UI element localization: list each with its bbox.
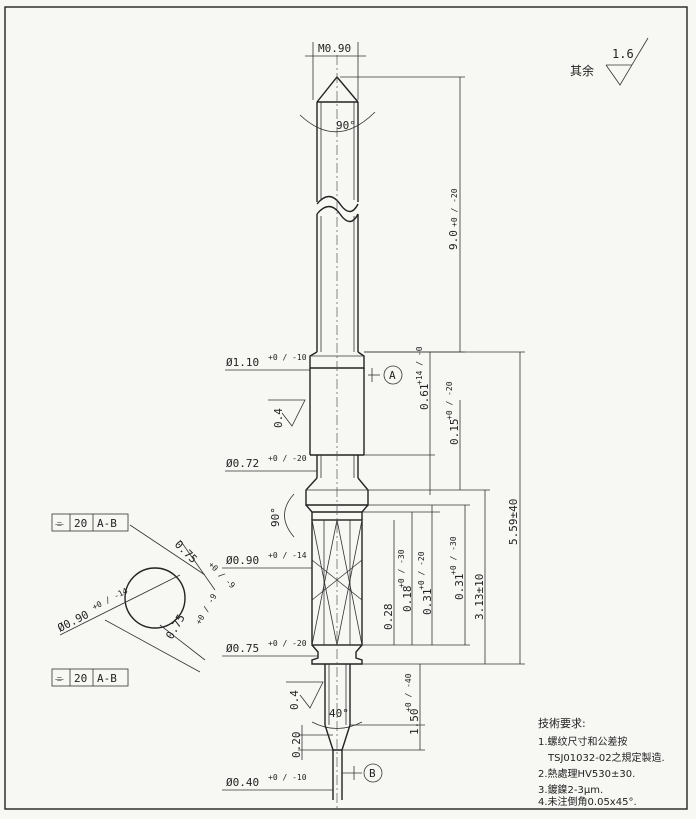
dim-d090-tol: +0 / -14 <box>268 551 307 560</box>
note-3: 3.鍍鎳2-3μm. <box>538 783 603 796</box>
datum-b: B <box>369 767 376 780</box>
tol-datum-bottom: A-B <box>97 672 117 685</box>
datum-a: A <box>389 369 396 382</box>
technical-notes: 技術要求: 1.螺纹尺寸和公差按 TSJ01032-02之規定製造. 2.熱處理… <box>538 717 665 808</box>
tol-value-bottom: 20 <box>74 672 87 685</box>
rough-04-lower: 0.4 <box>288 690 301 710</box>
dim-len-150: 1.50 <box>408 709 421 736</box>
dim-flat-bottom: 0.75 <box>163 612 188 641</box>
dim-len-031b-tol: +0 / -30 <box>449 536 458 575</box>
roughness-value: 1.6 <box>612 47 634 61</box>
dim-angle-mid: 90° <box>269 507 282 527</box>
section-circle <box>124 567 186 629</box>
dim-len-150-tol: +0 / -40 <box>404 673 413 712</box>
dim-len-020: 0.20 <box>290 732 303 759</box>
dim-d075: Ø0.75 <box>226 642 259 655</box>
notes-title: 技術要求: <box>538 717 586 730</box>
dim-d072: Ø0.72 <box>226 457 259 470</box>
dim-angle-tip: 40° <box>329 707 349 720</box>
dim-d-section: Ø0.90 <box>55 608 90 635</box>
sheet-border <box>4 6 688 810</box>
dim-len-9-tol: +0 / -20 <box>450 188 459 227</box>
dim-d040: Ø0.40 <box>226 776 259 789</box>
dim-d110: Ø1.10 <box>226 356 259 369</box>
dim-len-018: 0.18 <box>401 586 414 613</box>
dim-len-061-tol: +14 / -0 <box>415 346 424 385</box>
tol-value-top: 20 <box>74 517 87 530</box>
dim-len-031a-tol: +0 / -20 <box>417 551 426 590</box>
note-1b: TSJ01032-02之規定製造. <box>547 751 665 764</box>
dim-len-018-tol: +0 / -30 <box>397 549 406 588</box>
dim-d090: Ø0.90 <box>226 554 259 567</box>
general-roughness: 其余 1.6 <box>570 37 649 86</box>
note-4: 4.未注倒角0.05x45°. <box>538 795 637 808</box>
dim-len-031a: 0.31 <box>421 589 434 616</box>
sym-tol-bottom: ⌯ <box>55 672 64 685</box>
dim-m090: M0.90 <box>318 42 351 55</box>
dim-d110-tol: +0 / -10 <box>268 353 307 362</box>
dim-flat-bottom-tol: +0 / -9 <box>194 592 219 626</box>
dim-d075-tol: +0 / -20 <box>268 639 307 648</box>
section-view: ⌯ 20 A-B ⌯ 20 A-B 0.75 +0 / -9 0.75 +0 /… <box>51 513 237 687</box>
dim-len-313: 3.13±10 <box>473 574 486 620</box>
dim-len-015-tol: +0 / -20 <box>445 381 454 420</box>
dim-len-559: 5.59±40 <box>507 499 520 545</box>
dim-d072-tol: +0 / -20 <box>268 454 307 463</box>
dim-d-section-tol: +0 / -14 <box>91 586 130 612</box>
dim-len-9: 9.0 <box>447 230 460 250</box>
dim-len-028: 0.28 <box>382 604 395 631</box>
dim-len-061: 0.61 <box>418 384 431 411</box>
tol-datum-top: A-B <box>97 517 117 530</box>
roughness-label: 其余 <box>570 63 594 78</box>
dim-d040-tol: +0 / -10 <box>268 773 307 782</box>
rough-04-upper: 0.4 <box>272 408 285 428</box>
dim-len-015: 0.15 <box>448 419 461 446</box>
sym-tol-top: ⌯ <box>55 517 64 530</box>
note-2: 2.熱處理HV530±30. <box>538 767 635 780</box>
dim-angle-top: 90° <box>336 119 356 132</box>
dim-len-031b: 0.31 <box>453 574 466 601</box>
note-1: 1.螺纹尺寸和公差按 <box>538 735 628 748</box>
